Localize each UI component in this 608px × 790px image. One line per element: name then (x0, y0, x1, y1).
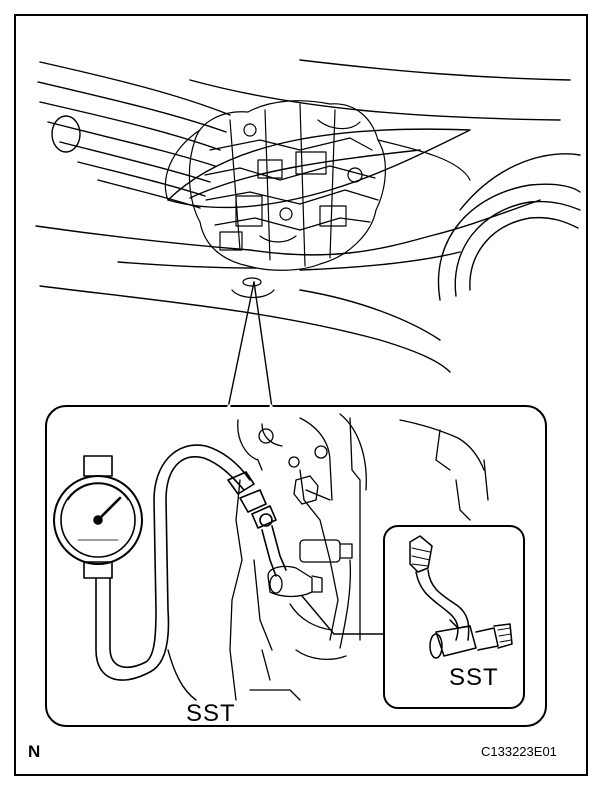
zoom-line-right (253, 281, 273, 409)
zoom-line-left (227, 281, 255, 409)
sst-adapter-pipe (409, 535, 513, 659)
sst-label-hose: SST (186, 700, 236, 727)
sst-label-adapter: SST (449, 664, 499, 691)
pressure-hose (95, 444, 287, 681)
sst-leader-line (167, 649, 197, 701)
vehicle-front-view (35, 59, 581, 373)
transmission-case-detail (229, 413, 489, 701)
north-indicator: N (28, 742, 41, 761)
adapter-leader-line (301, 595, 385, 635)
figure-code: C133223E01 (481, 744, 557, 759)
oil-pressure-gauge (53, 455, 143, 579)
engine-assembly (164, 100, 471, 299)
